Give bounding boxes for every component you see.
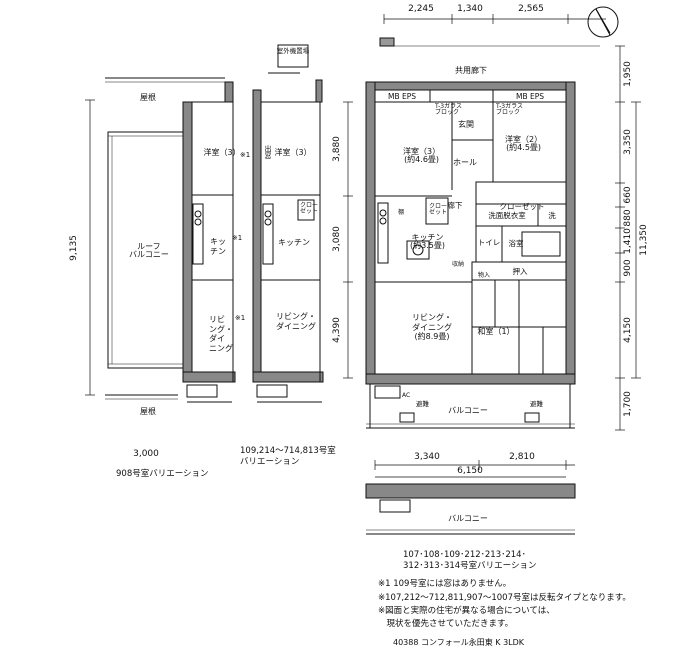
caption-908: 908号室バリエーション (116, 469, 209, 479)
dim-right-4: 880 (623, 209, 633, 226)
western2-label: 洋室（2） (約4.5畳) (505, 135, 543, 152)
toilet-label: トイレ (478, 238, 501, 247)
roof-top-label: 屋根 (140, 92, 156, 102)
dim-right-6: 900 (623, 259, 633, 276)
western3-var2-label: 洋室（3） (274, 147, 311, 157)
roof-bottom-label: 屋根 (140, 406, 156, 416)
glass-block-left-label: T-3ガラス ブロック (435, 103, 462, 116)
washroom-label: 洗面脱衣室 (488, 210, 526, 220)
dim-right-1: 1,950 (623, 61, 633, 87)
north-arrow-icon (587, 6, 619, 38)
roof-balcony-label: ルーフ バルコニー (129, 242, 169, 259)
oshiire-label: 押入 (513, 266, 528, 276)
caption-109: 109,214〜714,813号室 バリエーション (240, 446, 336, 467)
dim-lower-1: 3,340 (414, 452, 440, 462)
storage-kitchen-label: 収納 (452, 261, 465, 268)
dim-bottom-variation: 3,000 (133, 449, 159, 459)
closet-label: クローゼット (500, 201, 545, 211)
caption-107: 107･108･109･212･213･214･ 312･313･314号室バリ… (403, 550, 537, 571)
hall-label: ホール (453, 158, 477, 167)
bathroom-label: 浴室 (509, 238, 524, 248)
living-var1-label: リビ ング・ ダイ ニング (209, 315, 233, 353)
dim-right-total: 11,350 (639, 224, 649, 256)
western3-label: 洋室（3） (約4.6畳) (403, 147, 441, 164)
note-line-4: 現状を優先させていただきます。 (378, 619, 514, 629)
note-line-1: ※1 109号室には窓はありません。 (378, 579, 512, 589)
dim-center-1: 3,880 (332, 136, 342, 162)
dim-top-1: 2,245 (408, 4, 434, 14)
mb-eps-right-label: MB EPS (516, 92, 544, 101)
kitchen-label: キッチン (約3.5畳) (410, 233, 445, 250)
closet-small-label: クロー ゼット (429, 203, 448, 216)
main-unit-plan (365, 81, 576, 429)
dim-center-2: 3,080 (332, 226, 342, 252)
dim-right-7: 4,150 (623, 317, 633, 343)
outdoor-unit-label: 室外機置場 (277, 46, 310, 55)
dim-right-8: 1,700 (623, 391, 633, 417)
entrance-label: 玄関 (458, 119, 474, 129)
dim-right-3: 660 (623, 186, 633, 203)
living-label: リビング・ ダイニング (約8.9畳) (412, 313, 452, 342)
closet-var2-label: クロー ゼット (300, 202, 319, 215)
dim-right-2: 3,350 (623, 129, 633, 155)
corridor-inner-label: 廊下 (448, 200, 463, 210)
living-var2-label: リビング・ ダイニング (276, 312, 316, 331)
balcony-lower-label: バルコニー (448, 514, 488, 523)
shelf-left-label: 棚 (398, 208, 404, 216)
variation-109-plan (252, 44, 324, 403)
note-line-2: ※107,212〜712,811,907〜1007号室は反転タイプとなります。 (378, 593, 631, 603)
window-var2-label: 出窓 (264, 145, 272, 159)
note-marker-2: ※1 (240, 151, 250, 159)
variation-908-plan (105, 77, 236, 403)
emergency-right-label: 避難 (530, 399, 544, 408)
note-line-3: ※図面と実際の住宅が異なる場合については、 (378, 606, 555, 616)
footer-label: 40388 コンフォール永田東 K 3LDK (393, 638, 525, 647)
glass-block-right-label: T-3ガラス ブロック (496, 103, 523, 116)
dim-lower-2: 2,810 (509, 452, 535, 462)
corridor-label: 共用廊下 (455, 65, 487, 75)
dim-center-3: 4,390 (332, 317, 342, 343)
kitchen-var2-label: キッチン (278, 238, 310, 247)
emergency-left-label: 避難 (416, 399, 430, 408)
variation-107-plan (365, 460, 576, 535)
dim-top-3: 2,565 (518, 4, 544, 14)
dim-right-5: 1,410 (623, 228, 633, 254)
japanese-room-label: 和室（1） (477, 326, 514, 336)
kitchen-var1-label: キッ チン (210, 237, 226, 256)
dim-top-2: 1,340 (457, 4, 483, 14)
note-marker-1: ※1 (232, 234, 242, 242)
western3-var1-label: 洋室（3） (203, 147, 240, 157)
wash-label: 洗 (548, 210, 556, 220)
balcony-label: バルコニー (448, 406, 488, 415)
mb-eps-left-label: MB EPS (388, 92, 416, 101)
dim-left: 9,135 (69, 235, 79, 261)
ac-label: AC (402, 392, 410, 399)
note-marker-3: ※1 (235, 314, 245, 322)
shelf-right-label: 物入 (478, 271, 490, 279)
dim-lower-total: 6,150 (457, 466, 483, 476)
